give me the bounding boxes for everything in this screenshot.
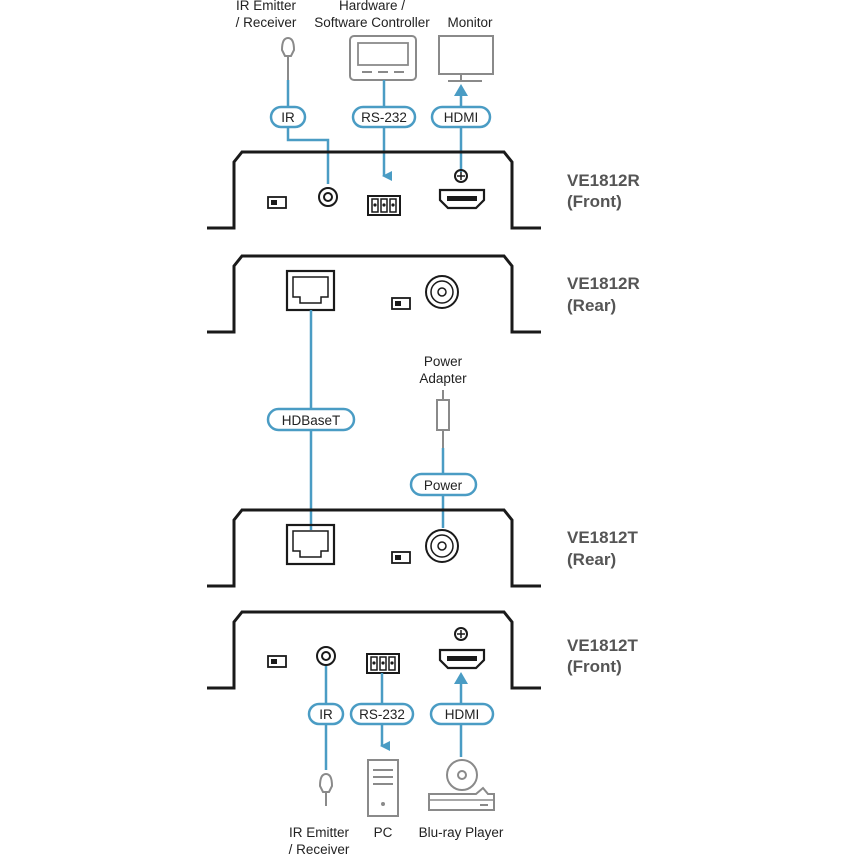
- top-rs232-pill-label: RS-232: [361, 110, 407, 125]
- bottom-ir-label-line2: / Receiver: [289, 842, 350, 856]
- top-ir-label-line1: IR Emitter: [236, 0, 297, 13]
- top-ir-pill: IR: [269, 105, 307, 129]
- unit-model-label: VE1812R: [567, 171, 640, 190]
- top-cables: [286, 80, 463, 184]
- bottom-bluray: Blu-ray Player: [419, 759, 504, 840]
- unit-model-label: VE1812T: [567, 636, 638, 655]
- pc-tower-icon: [367, 759, 399, 817]
- bottom-pc: PC: [367, 759, 399, 840]
- monitor-label: Monitor: [447, 15, 493, 30]
- unit-ve1812t-front: VE1812T (Front): [207, 610, 638, 690]
- bottom-hdmi-pill-label: HDMI: [445, 707, 480, 722]
- power-adapter-label-line2: Adapter: [419, 371, 467, 386]
- ir-jack-icon: [316, 646, 336, 666]
- power-adapter-label-line1: Power: [424, 354, 463, 369]
- bottom-ir-pill-label: IR: [319, 707, 333, 722]
- monitor-icon: [438, 35, 494, 82]
- top-hdmi-pill: HDMI: [430, 105, 492, 129]
- status-led-icon: [267, 655, 287, 668]
- unit-side-label: (Front): [567, 192, 622, 211]
- unit-side-label: (Front): [567, 657, 622, 676]
- status-led-icon: [391, 551, 411, 564]
- bottom-hdmi-pill: HDMI: [429, 702, 495, 726]
- top-ir-emitter: IR Emitter / Receiver: [236, 0, 297, 80]
- power-pill-label: Power: [424, 478, 463, 493]
- bottom-rs232-pill: RS-232: [349, 702, 415, 726]
- status-led-icon: [267, 196, 287, 209]
- top-rs232-pill: RS-232: [351, 105, 417, 129]
- ir-jack-icon: [318, 187, 338, 207]
- power-jack-icon: [425, 275, 459, 309]
- unit-ve1812t-rear: VE1812T (Rear): [207, 508, 638, 588]
- hdmi-arrow-icon: [454, 672, 468, 684]
- unit-model-label: VE1812T: [567, 528, 638, 547]
- top-monitor: Monitor: [438, 15, 494, 82]
- hdbaset-pill-label: HDBaseT: [282, 413, 341, 428]
- rj45-port-icon: [285, 523, 336, 566]
- unit-side-label: (Rear): [567, 296, 616, 315]
- bluray-player-icon: [428, 759, 495, 811]
- power-plug-icon: [436, 390, 450, 448]
- top-hdmi-pill-label: HDMI: [444, 110, 479, 125]
- ground-screw-icon: [454, 169, 468, 183]
- unit-side-label: (Rear): [567, 550, 616, 569]
- unit-ve1812r-rear: VE1812R (Rear): [207, 254, 640, 334]
- controller-label-line1: Hardware /: [339, 0, 405, 13]
- bottom-rs232-pill-label: RS-232: [359, 707, 405, 722]
- power-jack-icon: [425, 529, 459, 563]
- top-ir-pill-label: IR: [281, 110, 295, 125]
- ir-emitter-icon: [318, 772, 334, 806]
- pc-label: PC: [374, 825, 393, 840]
- controller-label-line2: Software Controller: [314, 15, 430, 30]
- power-pill: Power: [409, 472, 478, 497]
- ir-emitter-icon: [280, 36, 296, 80]
- bottom-ir-label-line1: IR Emitter: [289, 825, 350, 840]
- top-ir-label-line2: / Receiver: [236, 15, 297, 30]
- top-controller: Hardware / Software Controller: [314, 0, 430, 81]
- rj45-port-icon: [285, 269, 336, 312]
- status-led-icon: [391, 297, 411, 310]
- monitor-arrow-icon: [454, 84, 468, 96]
- controller-icon: [349, 35, 417, 81]
- bluray-label: Blu-ray Player: [419, 825, 504, 840]
- ground-screw-icon: [454, 627, 468, 641]
- bottom-ir-pill: IR: [307, 702, 345, 726]
- hdbaset-pill: HDBaseT: [266, 407, 356, 432]
- power-adapter: Power Adapter: [419, 354, 467, 448]
- hdmi-port-icon: [438, 648, 486, 670]
- top-ir-cable: [286, 80, 330, 184]
- unit-ve1812r-front: VE1812R (Front): [207, 150, 640, 230]
- rs232-port-icon: [366, 653, 400, 674]
- rs232-port-icon: [367, 195, 401, 216]
- bottom-ir-emitter: IR Emitter / Receiver: [289, 772, 350, 856]
- unit-model-label: VE1812R: [567, 274, 640, 293]
- hdmi-port-icon: [438, 188, 486, 210]
